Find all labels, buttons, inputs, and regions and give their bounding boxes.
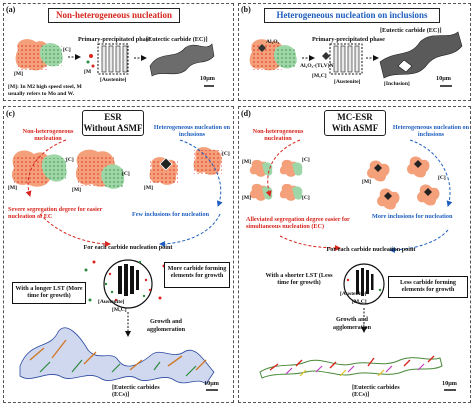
panel-d-growth: Growth and agglomeration — [332, 316, 372, 331]
panel-a-scale: 10μm — [200, 75, 215, 82]
panel-c-each: For each carbide nucleation point — [83, 244, 173, 251]
panel-c-austenite: [Austenite] — [98, 299, 125, 305]
panel-c-growth: Growth and agglomeration — [146, 318, 186, 333]
panel-b-eutectic-label: [Eutectic carbide (EC)] — [380, 27, 442, 34]
panel-b-primary-phase: Primary-precipitated phase — [312, 36, 385, 43]
panel-c-more-forming: More carbide forming elements for growth — [164, 262, 230, 288]
panel-a-c-label: [C] — [63, 47, 71, 53]
panel-d-nucleation-circle — [343, 263, 385, 305]
panel-a-austenite-label: [Austenite] — [100, 77, 127, 83]
panel-d-alleviated: Alleviated segregation degree easier for… — [246, 216, 350, 230]
panel-d-het: Heterogeneous nucleation on inclusions — [392, 124, 470, 138]
panel-c-mxc: [MₓC] — [112, 307, 127, 313]
panel-b-al2o3-tiv: Al₂O₃-(Ti,V)N — [300, 63, 334, 69]
arrow-c-het — [179, 139, 223, 207]
panel-d-less-forming: Less carbide forming elements for growth — [388, 276, 468, 298]
panel-b-austenite: [Austenite] — [334, 79, 361, 85]
panel-d-inclusion-blobs — [367, 156, 440, 210]
arrow-c-few — [159, 213, 221, 247]
panel-d-scale: 10μm — [442, 380, 457, 387]
panel-d-shorter-lst: With a shorter LST (Less time for growth… — [265, 272, 333, 286]
arrow-c-severe — [39, 213, 111, 247]
panel-d-header-line2: With ASMF — [331, 123, 379, 133]
panel-b-tag: (b) — [241, 5, 251, 14]
panel-c-few: Few inclusions for nucleation — [132, 211, 210, 218]
panel-a-mxc-label: [M — [84, 69, 92, 75]
panel-c-inclusion-blobs — [149, 147, 222, 185]
panel-c-scale: 10μm — [204, 380, 219, 387]
panel-c — [3, 106, 234, 403]
panel-d-m1: [M] — [242, 159, 252, 165]
panel-b-blobs — [249, 39, 297, 71]
arrow-d-nonhet — [265, 139, 301, 197]
panel-b-scale: 10μm — [436, 75, 451, 82]
panel-d-m3: [M] — [362, 179, 372, 185]
panel-d-header: MC-ESR With ASMF — [324, 110, 386, 136]
panel-d-c2: [C] — [302, 195, 310, 201]
panel-c-m2: [M] — [72, 187, 82, 193]
panel-a-m-label: [M] — [14, 71, 24, 77]
panel-b-mxc: [MₓC] — [312, 73, 327, 79]
panel-a — [3, 3, 234, 101]
panel-c-severe: Severe segregation degree for easier nuc… — [8, 206, 103, 220]
panel-d-nonhet: Non-heterogeneous nucleation — [252, 128, 304, 142]
panel-c-nucleation-circle — [103, 259, 153, 309]
panel-c-nonhet: Non-heterogeneous nucleation — [22, 128, 74, 142]
arrow-d-more — [389, 229, 449, 253]
panel-a-primary-phase: Primary-precipitated phase — [78, 36, 151, 43]
panel-c-eutectic-network — [19, 327, 215, 385]
panel-d-eutectic: [Eutectic carbides (ECs)] — [352, 384, 400, 398]
panel-c-header-line1: ESR — [104, 112, 122, 122]
panel-a-note: [M]: In M2 high speed steel, M usually r… — [8, 84, 82, 97]
arrow-d-het — [409, 139, 453, 207]
panel-b-al2o3: Al₂O₃ — [266, 39, 280, 45]
panel-a-title: Non-heterogeneous nucleation — [48, 8, 180, 23]
panel-c-het: Heterogeneous nucleation on inclusions — [153, 124, 231, 138]
panel-d-eutectic-network — [259, 355, 443, 379]
panel-a-blobs — [15, 39, 63, 71]
panel-a-tag: (a) — [6, 5, 16, 14]
panel-b — [238, 3, 471, 101]
panel-c-longer-lst: With a longer LST (More time for growth) — [12, 282, 86, 304]
panel-d-c3: [C] — [438, 175, 446, 181]
panel-d-header-line1: MC-ESR — [337, 112, 373, 122]
panel-c-m1: [M] — [8, 185, 18, 191]
panel-d-c1: [C] — [302, 157, 310, 163]
panel-b-austenite — [322, 43, 363, 75]
arrow-d-alleviated — [279, 235, 341, 251]
panel-a-eutectic-label: [Eutectic carbide (EC)] — [146, 36, 208, 43]
panel-d-m2: [M] — [242, 195, 252, 201]
panel-c-header: ESR Without ASMF — [82, 110, 144, 136]
panel-a-eutectic-shape — [149, 43, 215, 77]
arrow-c-nonhet — [25, 139, 67, 197]
panel-c-eutectic: [Eutectic carbides (ECs)] — [112, 384, 160, 398]
panel-c-c3: [C] — [222, 151, 230, 157]
panel-d-mxc: [MₓC] — [352, 299, 367, 305]
panel-c-m3: [M] — [144, 185, 154, 191]
panel-c-c2: [C] — [122, 171, 130, 177]
panel-d-each: For each carbide nucleation point — [326, 246, 416, 253]
panel-c-c1: [C] — [66, 157, 74, 163]
panel-d-more-incl: More inclusions for nucleation — [372, 213, 453, 220]
panel-a-austenite — [86, 43, 129, 75]
panel-d-austenite: [Austenite] — [340, 291, 367, 297]
panel-b-inclusion: [Inclusion] — [384, 81, 410, 87]
panel-d — [238, 106, 471, 403]
panel-c-tag: (c) — [6, 109, 15, 118]
panel-c-header-line2: Without ASMF — [83, 123, 143, 133]
panel-d-tag: (d) — [241, 109, 251, 118]
panel-b-title: Heterogeneous nucleation on inclusions — [264, 8, 440, 23]
